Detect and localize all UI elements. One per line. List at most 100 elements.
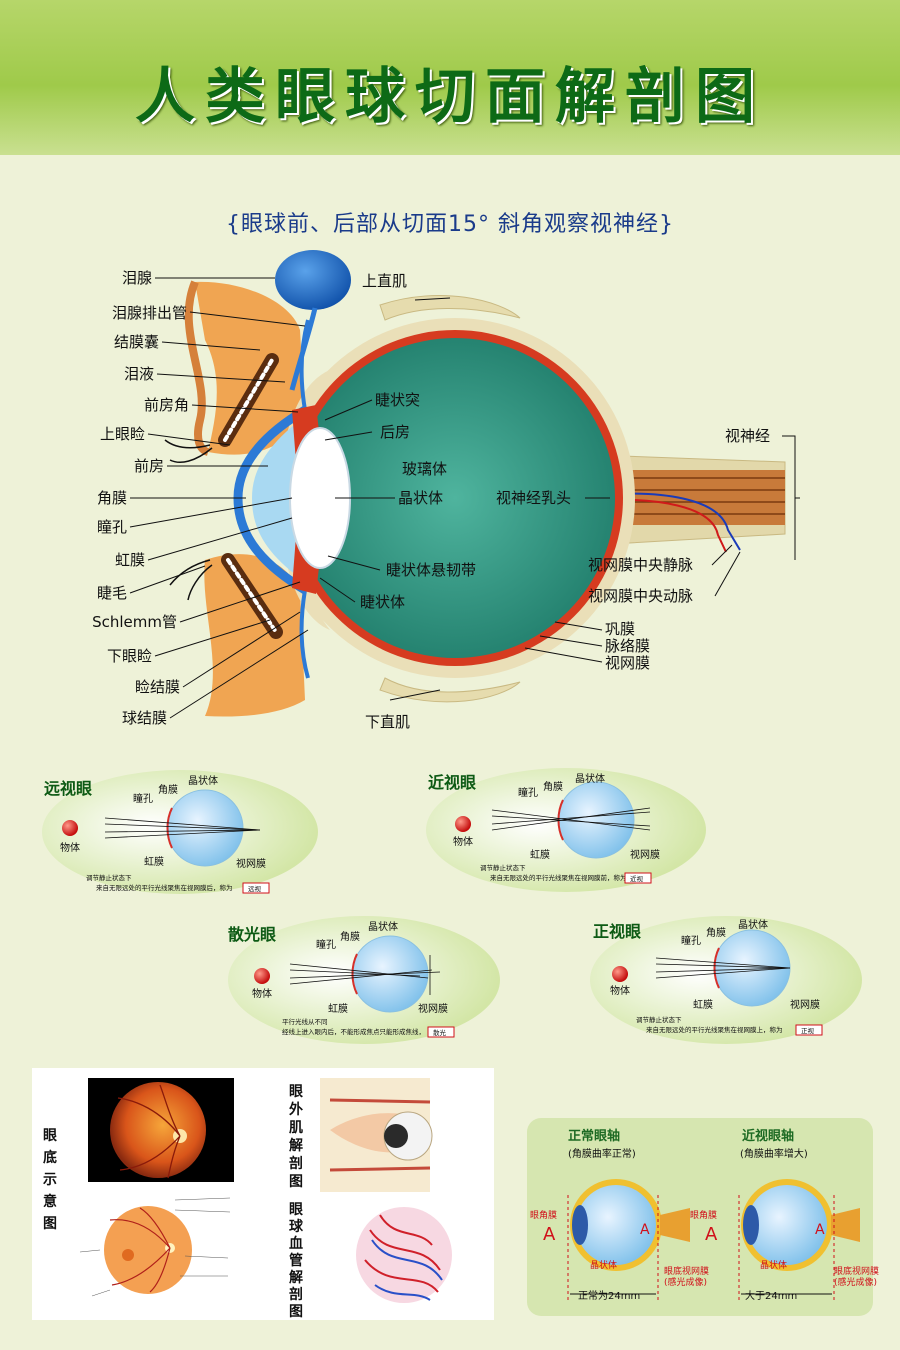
eyelash-lower (169, 559, 213, 601)
lbl-lens: 晶状体 (575, 772, 605, 785)
main-eye-diagram (164, 250, 786, 717)
panel-title: 近视眼 (428, 773, 476, 792)
lens-label-1: 晶状体 (590, 1259, 617, 1271)
note-line2: 来自无限远处的平行光线聚焦在视网膜后，称为 (96, 883, 233, 892)
superior-rectus-muscle (379, 295, 521, 321)
label-anterior-angle: 前房角 (144, 396, 189, 414)
lacrimal-gland-shape (275, 250, 351, 310)
label-tears: 泪液 (124, 365, 154, 383)
label-lens: 晶状体 (398, 489, 443, 507)
lbl-pupil: 瞳孔 (316, 938, 336, 951)
page-title: 人类眼球切面解剖图 (135, 62, 765, 132)
vessel-diagram (356, 1207, 452, 1303)
a-right-2: A (815, 1222, 825, 1238)
label-vitreous: 玻璃体 (402, 460, 447, 478)
label-palpebral-conj: 睑结膜 (135, 678, 180, 696)
eye-axis-panel: 正常眼轴 (角膜曲率正常) 近视眼轴 (角膜曲率增大) 眼角膜 眼角膜 A A … (527, 1118, 879, 1316)
label-anterior-chamber: 前房 (134, 457, 164, 475)
cornea-label-1: 眼角膜 (530, 1209, 557, 1221)
label-optic-nerve: 视神经 (725, 427, 770, 445)
anterior-chamber-fluid (252, 420, 300, 578)
note-line2: 来自无限远处的平行光线聚焦在视网膜上，称为 (646, 1025, 783, 1034)
note-line2: 经线上进入眼内后，不能形成焦点只能形成焦线， (282, 1027, 425, 1036)
lbl-retina: 视网膜 (418, 1002, 448, 1015)
a-left-1: A (543, 1224, 556, 1245)
leader-lines (129, 277, 800, 719)
myopia-length: 大于24mm (745, 1289, 797, 1302)
image-label-1: 眼底视网膜 (664, 1265, 709, 1277)
label-choroid: 脉络膜 (605, 637, 650, 655)
lbl-object: 物体 (610, 984, 630, 997)
bottom-left-panel: 眼底示意图 眼外肌解剖图 眼球血管解剖图 (32, 1068, 494, 1320)
lbl-pupil: 瞳孔 (133, 792, 153, 805)
panel-title: 正视眼 (593, 922, 641, 941)
label-ciliary-process: 睫状突 (375, 391, 420, 409)
label-zonule: 睫状体悬韧带 (386, 561, 476, 579)
label-upper-eyelid: 上眼睑 (100, 425, 145, 443)
label-retina: 视网膜 (605, 654, 650, 672)
tag: 近视 (630, 874, 644, 883)
label-superior-rectus: 上直肌 (362, 272, 407, 290)
lbl-pupil: 瞳孔 (518, 786, 538, 799)
lbl-iris: 虹膜 (328, 1003, 348, 1015)
panel-title: 远视眼 (44, 779, 92, 798)
panel-title: 散光眼 (228, 925, 276, 944)
inferior-rectus-muscle (379, 677, 521, 703)
label-posterior-chamber: 后房 (380, 423, 410, 441)
label-cornea: 角膜 (97, 489, 127, 507)
label-pupil: 瞳孔 (97, 518, 127, 536)
tag: 正视 (801, 1026, 815, 1035)
fundus-title: 眼底示意图 (43, 1128, 57, 1232)
eom-title: 眼外肌解剖图 (289, 1084, 303, 1190)
lens-label-2: 晶状体 (760, 1259, 787, 1271)
label-eyelash: 睫毛 (97, 584, 127, 602)
lbl-lens: 晶状体 (738, 918, 768, 931)
label-inferior-rectus: 下直肌 (365, 713, 410, 731)
note-line1: 调节静止状态下 (480, 863, 526, 872)
label-optic-disc: 视神经乳头 (496, 489, 571, 507)
note-line1: 调节静止状态下 (636, 1015, 682, 1024)
panel-hyperopia: 远视眼 瞳孔 角膜 晶状体 虹膜 视网膜 物体 调节静止状态下 来自无限远处的平… (42, 770, 318, 894)
lbl-cornea: 角膜 (158, 784, 178, 796)
normal-axis-sub: (角膜曲率正常) (568, 1147, 636, 1160)
vitreous-body (295, 338, 615, 658)
lbl-object: 物体 (60, 841, 80, 854)
lbl-retina: 视网膜 (630, 848, 660, 861)
lbl-iris: 虹膜 (693, 999, 713, 1011)
vessel-title: 眼球血管解剖图 (289, 1202, 304, 1320)
panel-myopia: 近视眼 瞳孔 角膜 晶状体 虹膜 视网膜 物体 调节静止状态下 来自无限远处的平… (426, 768, 706, 892)
label-central-vein: 视网膜中央静脉 (588, 556, 693, 574)
label-iris: 虹膜 (115, 551, 145, 569)
lbl-lens: 晶状体 (188, 774, 218, 787)
label-central-artery: 视网膜中央动脉 (588, 587, 693, 605)
lower-eyelid-tissue (204, 554, 305, 717)
myopia-axis-title: 近视眼轴 (742, 1128, 794, 1144)
lbl-retina: 视网膜 (790, 998, 820, 1011)
label-conjunctival-sac: 结膜囊 (114, 333, 159, 351)
note-line2: 来自无限远处的平行光线聚焦在视网膜前，称为 (490, 873, 627, 882)
image-label-2: 眼底视网膜 (834, 1265, 879, 1277)
object-ball (62, 820, 78, 836)
lbl-lens: 晶状体 (368, 920, 398, 933)
lbl-cornea: 角膜 (340, 931, 360, 943)
normal-axis-title: 正常眼轴 (568, 1128, 620, 1144)
image-label-1b: (感光成像) (664, 1276, 707, 1288)
lbl-iris: 虹膜 (144, 856, 164, 868)
lbl-object: 物体 (252, 987, 272, 1000)
lacrimal-duct-line (289, 307, 318, 391)
lbl-object: 物体 (453, 835, 473, 848)
fundus-diagram (104, 1206, 192, 1294)
lbl-cornea: 角膜 (543, 781, 563, 793)
a-left-2: A (705, 1224, 718, 1245)
upper-eyelid-tissue (195, 281, 305, 455)
iris-lower (292, 536, 320, 594)
label-ciliary-body: 睫状体 (360, 593, 405, 611)
label-lower-eyelid: 下眼睑 (107, 647, 152, 665)
note-line1: 平行光线从不同 (282, 1017, 328, 1026)
lbl-retina: 视网膜 (236, 857, 266, 870)
normal-length: 正常为24mm (578, 1289, 640, 1302)
myopia-axis-sub: (角膜曲率增大) (740, 1147, 808, 1160)
tag: 远视 (248, 884, 262, 893)
panel-emmetropia: 正视眼 瞳孔 角膜 晶状体 虹膜 视网膜 物体 调节静止状态下 来自无限远处的平… (590, 916, 862, 1044)
